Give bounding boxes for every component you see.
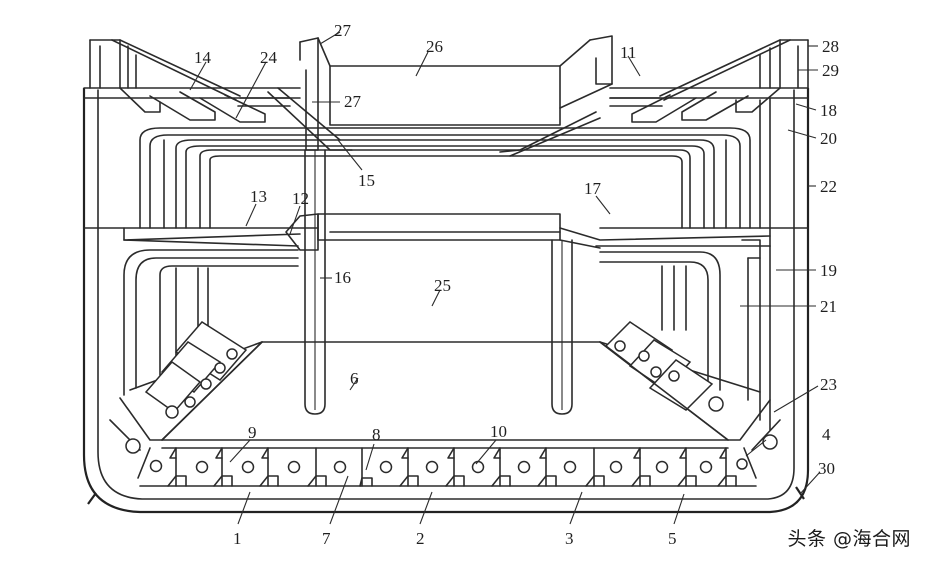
label-3: 3 xyxy=(565,529,574,548)
label-17: 17 xyxy=(584,179,602,198)
label-27-top: 27 xyxy=(334,21,352,40)
label-5: 5 xyxy=(668,529,677,548)
upper-deck xyxy=(83,87,809,99)
label-19: 19 xyxy=(820,261,837,280)
label-21: 21 xyxy=(820,297,837,316)
label-26: 26 xyxy=(426,37,443,56)
label-28: 28 xyxy=(822,37,839,56)
label-13: 13 xyxy=(250,187,267,206)
hopper-tanks xyxy=(109,321,781,454)
label-16: 16 xyxy=(334,268,351,287)
leader-lines xyxy=(189,31,821,525)
label-6: 6 xyxy=(350,369,359,388)
label-8: 8 xyxy=(372,425,381,444)
middle-deck xyxy=(83,213,809,259)
label-9: 9 xyxy=(248,423,257,442)
label-15: 15 xyxy=(358,171,375,190)
label-10: 10 xyxy=(490,422,507,441)
upper-frame-arch xyxy=(139,97,771,229)
label-24: 24 xyxy=(260,48,278,67)
label-29: 29 xyxy=(822,61,839,80)
pillars xyxy=(304,149,573,415)
label-4: 4 xyxy=(822,425,831,444)
label-25: 25 xyxy=(434,276,451,295)
label-12: 12 xyxy=(292,189,309,208)
label-23: 23 xyxy=(820,375,837,394)
label-22: 22 xyxy=(820,177,837,196)
watermark-text: 头条 @海合网 xyxy=(787,528,911,550)
part-labels: 1 2 3 4 5 6 7 8 9 10 11 12 13 14 15 16 1… xyxy=(194,21,839,548)
label-18: 18 xyxy=(820,101,837,120)
double-bottom xyxy=(137,447,757,487)
tank-top xyxy=(161,341,729,449)
label-30: 30 xyxy=(818,459,835,478)
right-coaming xyxy=(609,39,809,123)
label-11: 11 xyxy=(620,43,636,62)
label-20: 20 xyxy=(820,129,837,148)
lower-side-frames xyxy=(123,245,771,431)
label-2: 2 xyxy=(416,529,425,548)
label-1: 1 xyxy=(233,529,242,548)
left-coaming xyxy=(89,39,291,123)
label-27-mid: 27 xyxy=(344,92,362,111)
floor-cells xyxy=(175,447,727,487)
label-14: 14 xyxy=(194,48,212,67)
label-7: 7 xyxy=(322,529,331,548)
